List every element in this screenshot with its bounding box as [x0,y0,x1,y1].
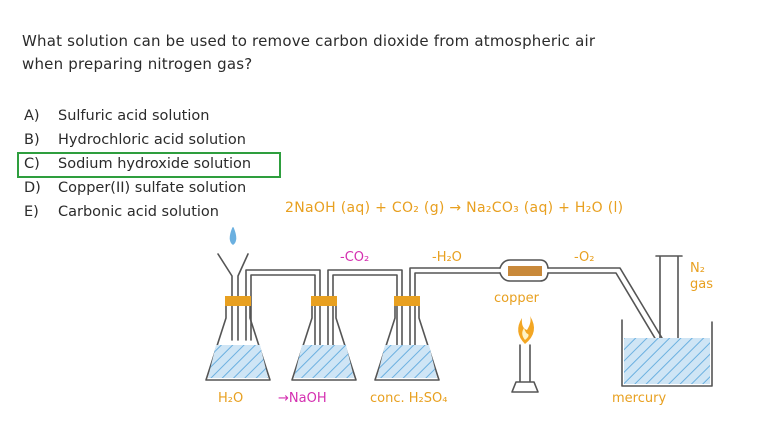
label-remove-co2: -CO₂ [340,250,369,265]
option-letter: E) [24,204,39,220]
option-text: Copper(II) sulfate solution [58,180,247,196]
label-naoh: →NaOH [278,391,327,406]
option-a[interactable]: A) Sulfuric acid solution [24,104,251,128]
funnel [217,253,249,341]
copper-tube [499,259,549,282]
flask-acid [374,301,440,381]
option-e[interactable]: E) Carbonic acid solution [24,200,251,224]
water-drop-icon [229,227,237,245]
question-line-2: when preparing nitrogen gas? [22,55,253,73]
option-letter: A) [24,108,40,124]
option-d[interactable]: D) Copper(II) sulfate solution [24,176,251,200]
option-text: Carbonic acid solution [58,204,219,220]
label-water: H₂O [218,391,243,406]
label-copper: copper [494,291,540,306]
mercury-trough [621,319,713,387]
option-letter: B) [24,132,40,148]
question-text: What solution can be used to remove carb… [22,30,742,76]
option-text: Sodium hydroxide solution [58,156,252,172]
option-letter: C) [24,156,40,172]
flask-naoh [291,301,357,381]
option-b[interactable]: B) Hydrochloric acid solution [24,128,251,152]
label-n2: N₂ [690,261,705,276]
reaction-equation: 2NaOH (aq) + CO₂ (g) → Na₂CO₃ (aq) + H₂O… [285,200,624,216]
flask-water [205,301,271,381]
label-remove-o2: -O₂ [574,250,595,265]
copper-filling [508,266,542,276]
option-text: Sulfuric acid solution [58,108,210,124]
label-gas: gas [690,277,713,292]
stoppers [225,296,420,306]
label-acid: conc. H₂SO₄ [370,391,447,406]
flame-icon [518,316,534,344]
option-text: Hydrochloric acid solution [58,132,246,148]
liquids [208,338,710,384]
bunsen-burner [511,344,539,393]
question-line-1: What solution can be used to remove carb… [22,32,596,50]
label-mercury: mercury [612,391,666,406]
label-remove-h2o: -H₂O [432,250,462,265]
option-letter: D) [24,180,41,196]
